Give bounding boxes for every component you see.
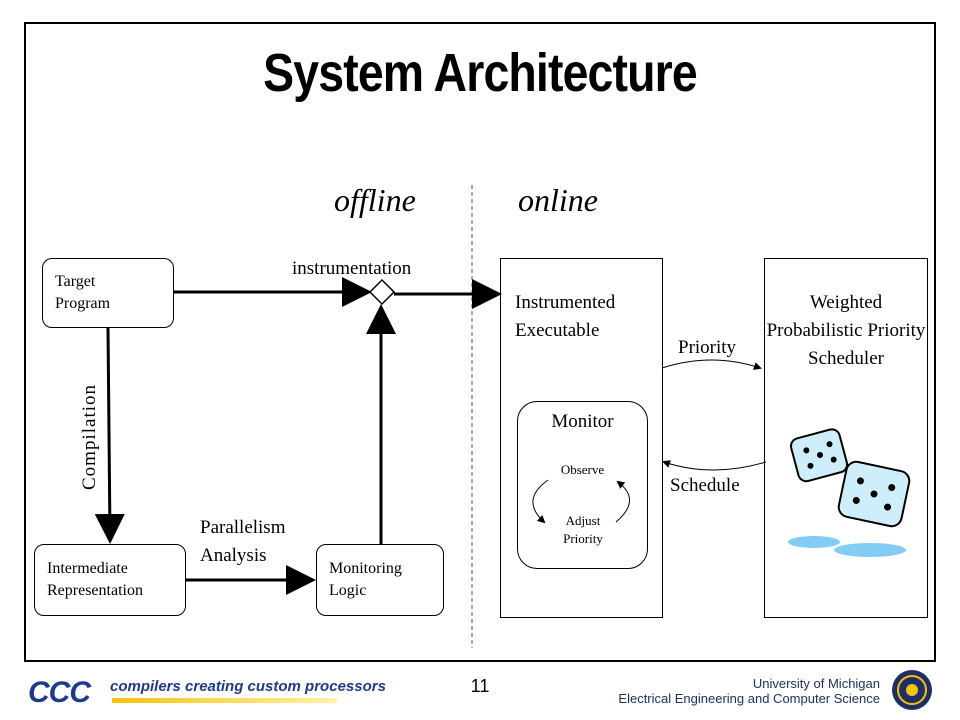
university-name: University of Michigan (752, 676, 880, 691)
scheduler-label: Weighted Probabilistic Priority Schedule… (766, 292, 926, 369)
intermediate-representation-label: Intermediate Representation (47, 560, 143, 599)
monitoring-logic-label: Monitoring Logic (329, 560, 402, 599)
dice-shadow (788, 536, 840, 548)
online-label: online (518, 182, 598, 218)
monitor-box: Monitor Observe Adjust Priority (517, 401, 648, 569)
scheduler-box: Weighted Probabilistic Priority Schedule… (764, 258, 928, 618)
target-program-label: Target Program (55, 273, 111, 312)
dice-icon (789, 428, 849, 483)
instrumented-executable-label: Instrumented Executable (515, 292, 616, 341)
department-name: Electrical Engineering and Computer Scie… (618, 691, 880, 706)
instrumented-executable-box: Instrumented Executable Monitor Observe … (500, 258, 663, 618)
schedule-arrow (662, 460, 767, 471)
priority-label: Priority (678, 337, 737, 358)
dice-shadow (834, 543, 906, 557)
merge-diamond (368, 278, 396, 306)
intermediate-representation-box: Intermediate Representation (34, 544, 186, 616)
priority-arrow (661, 359, 762, 370)
slide-title: System Architecture (263, 43, 697, 103)
adjust-priority-label: Adjust Priority (563, 513, 603, 546)
compilation-arrow (94, 327, 125, 544)
ccc-logo-icon: CCC (28, 676, 91, 709)
slide-frame (24, 22, 936, 662)
instrumentation-label: instrumentation (292, 258, 412, 279)
tagline-underline (112, 698, 337, 703)
adjust-to-observe-arrow (615, 480, 630, 523)
university-seal-icon (892, 670, 932, 710)
footer-tagline: compilers creating custom processors (110, 678, 386, 695)
schedule-label: Schedule (670, 475, 740, 496)
page-number: 11 (470, 676, 490, 696)
footer-university: University of Michigan Electrical Engine… (618, 676, 880, 706)
parallelism-analysis-label: Parallelism Analysis (200, 517, 286, 566)
observe-to-adjust-arrow (532, 479, 549, 524)
monitoring-logic-box: Monitoring Logic (316, 544, 444, 616)
observe-label: Observe (560, 462, 605, 477)
monitor-label: Monitor (551, 411, 614, 432)
dice-icon (837, 460, 911, 528)
target-program-box: Target Program (42, 258, 174, 328)
offline-label: offline (334, 182, 416, 218)
